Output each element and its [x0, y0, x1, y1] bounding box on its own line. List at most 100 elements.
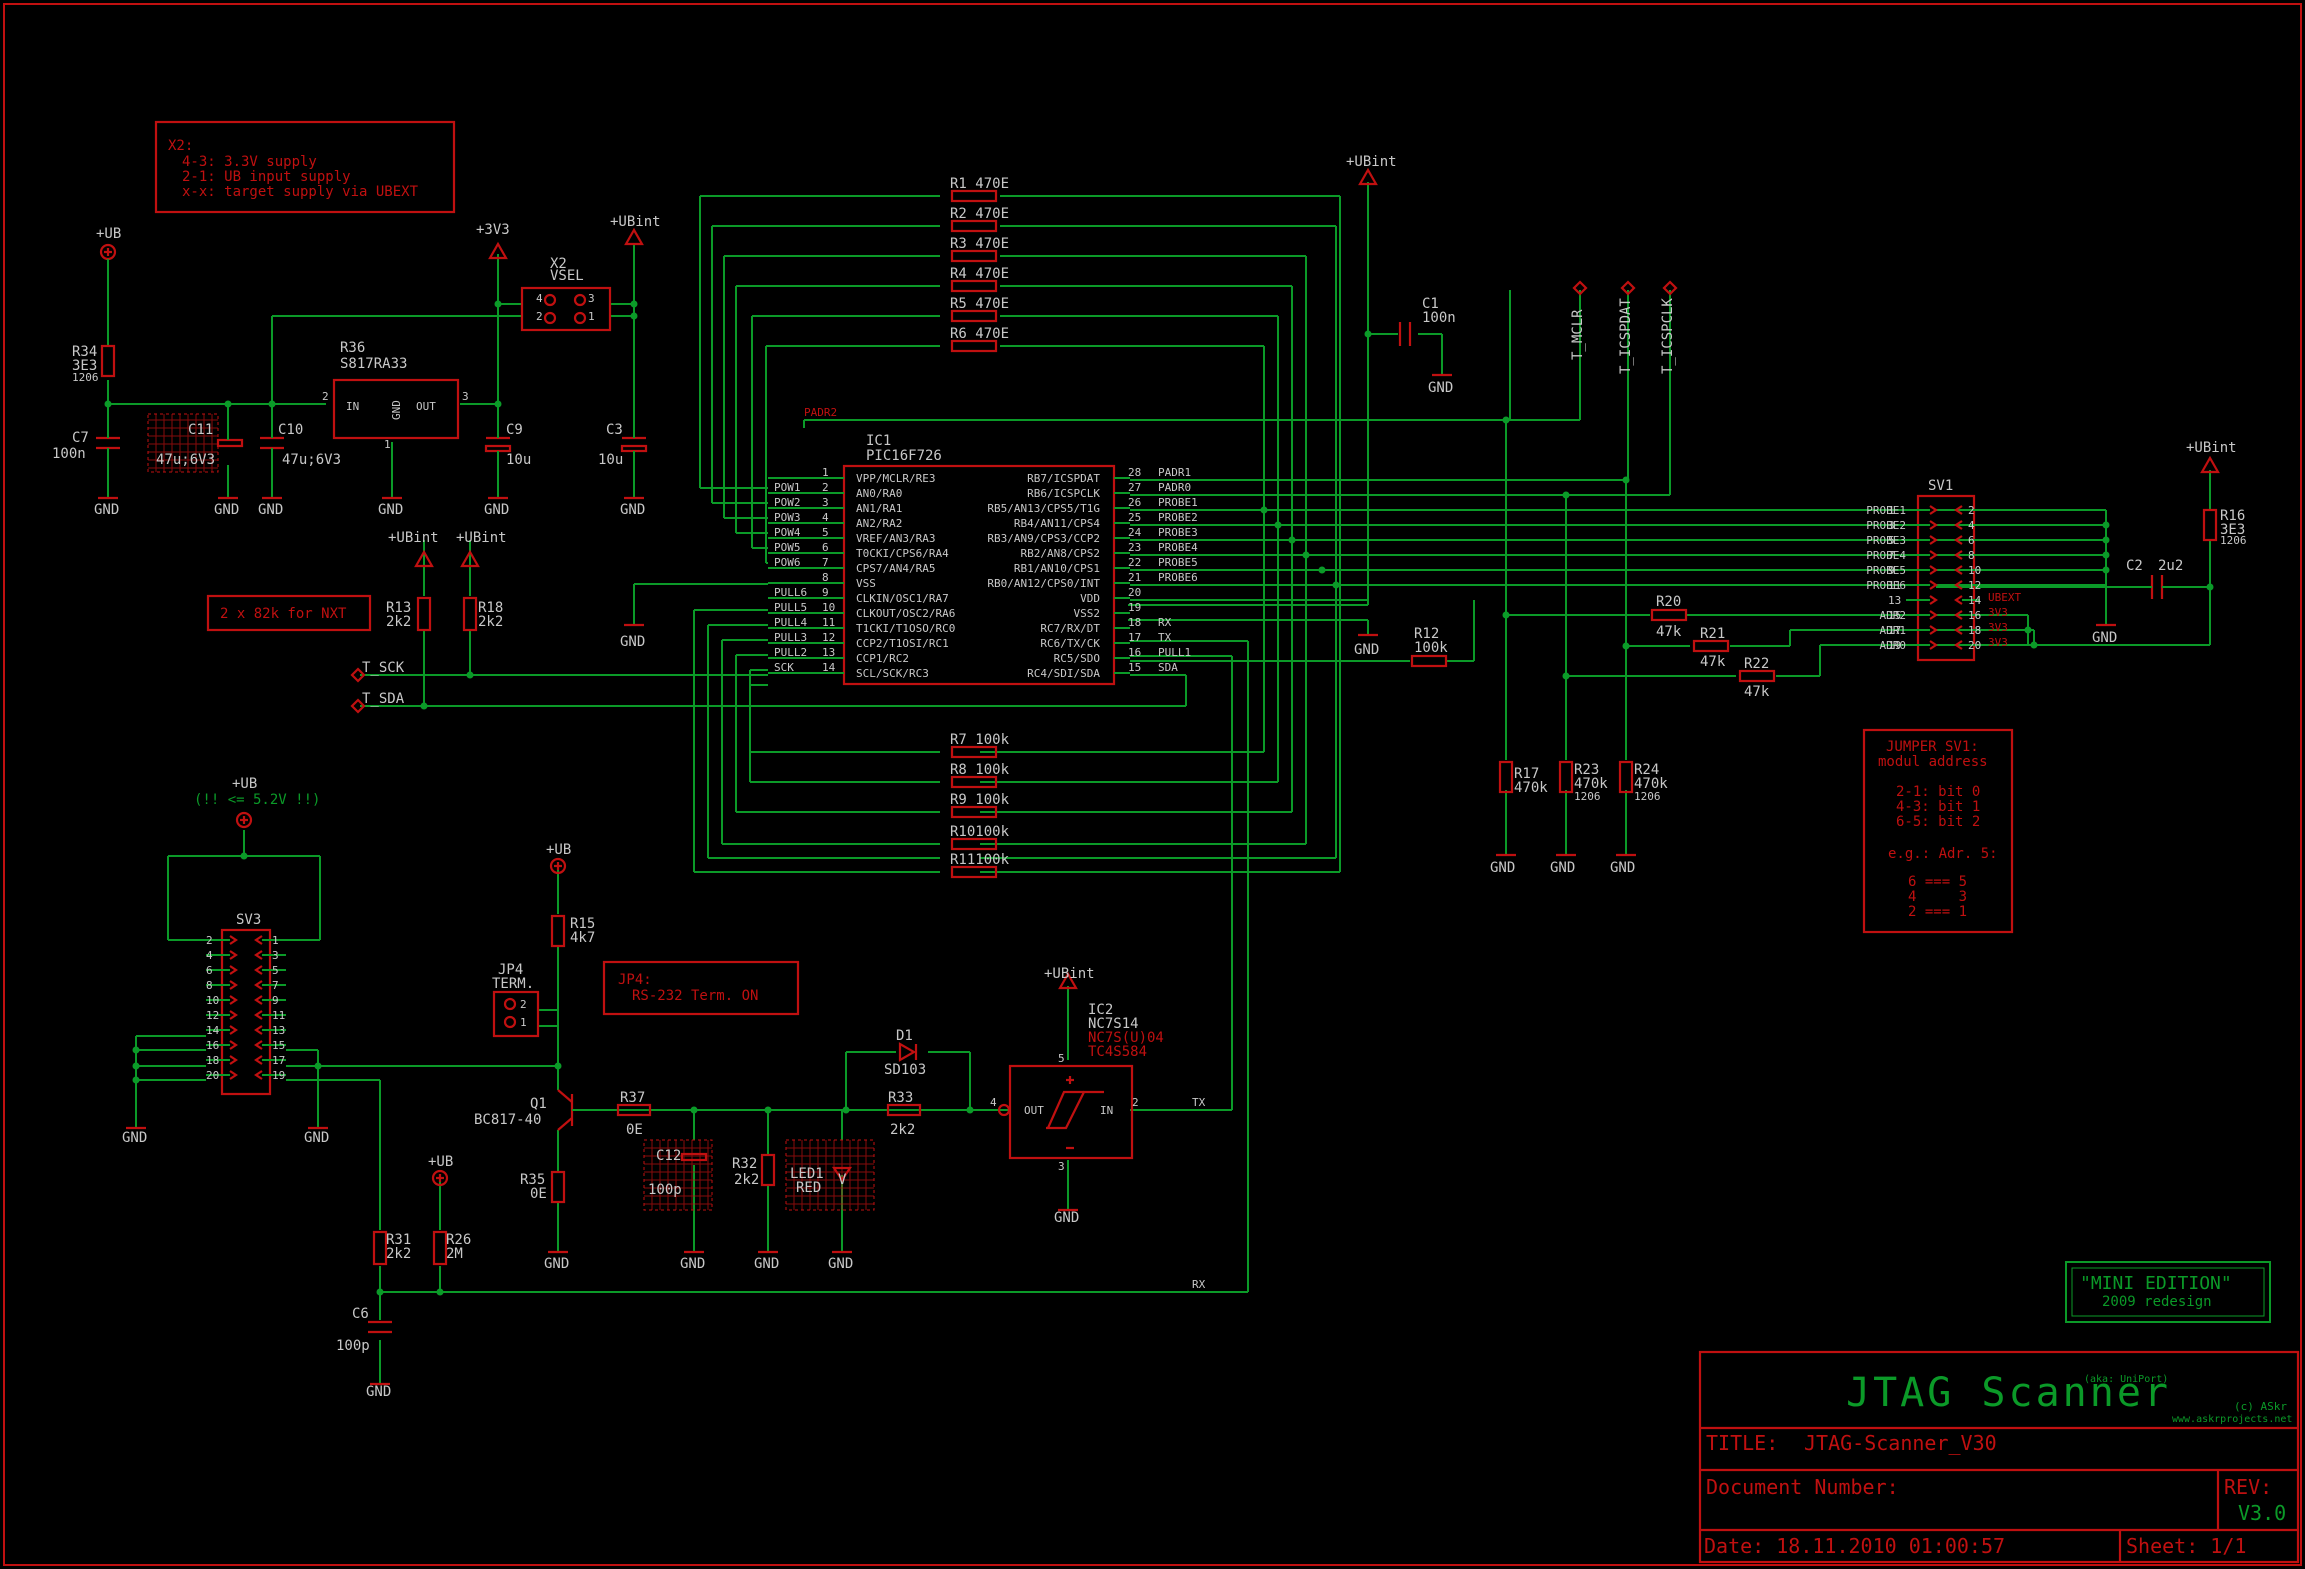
ic2-ref: IC2: [1088, 1002, 1113, 1018]
sv1-net-left: PROBE3: [1866, 534, 1906, 547]
title-block: JTAG Scanner (aka: UniPort) (c) ASkr www…: [1698, 1350, 2300, 1564]
supply-ubint-r13: +UBint: [388, 530, 439, 568]
x2-note-line: 2-1: UB input supply: [182, 169, 351, 185]
ic1-net-label: SDA: [1158, 661, 1178, 674]
ic1-net-label: POW6: [774, 556, 801, 569]
c10-value: 47u;6V3: [282, 452, 341, 468]
sv1-pin-right: 20: [1968, 639, 1981, 652]
supply-ubint-ic2: +UBint: [1044, 966, 1095, 990]
gnd-label: GND: [94, 502, 119, 518]
ic1-pin-number: 22: [1128, 556, 1141, 569]
ic1-pin-number: 27: [1128, 481, 1141, 494]
sv1-net-right: 3V3: [1988, 621, 2008, 634]
capacitor-c3: C3 10u: [598, 422, 648, 468]
jumper-line: 6-5: bit 2: [1896, 814, 1980, 830]
resistor-r18: R18 2k2: [462, 596, 503, 632]
jumper-x2[interactable]: X2 VSEL 4 3 2 1: [520, 256, 612, 332]
ic1-pin-name: AN1/RA1: [856, 502, 902, 515]
gnd-label: GND: [304, 1130, 329, 1146]
ic1-net-label: POW2: [774, 496, 801, 509]
ic1-pin-name: VDD: [1080, 592, 1100, 605]
x2-value: VSEL: [550, 268, 584, 284]
resistor-r34: R34 3E3 1206: [72, 344, 116, 384]
i2c-terminals: T_SCK T_SDA: [350, 660, 405, 714]
ic1-net-label: POW3: [774, 511, 801, 524]
gnd-label: GND: [484, 502, 509, 518]
jumper-note: JUMPER SV1: modul address 2-1: bit 0 4-3…: [1862, 728, 2014, 934]
ic1-pin-name: CPS7/AN4/RA5: [856, 562, 935, 575]
c7-value: 100n: [52, 446, 86, 462]
x2-pin: 2: [536, 310, 543, 323]
ub-label: +UB: [96, 226, 121, 242]
jumper-jp4[interactable]: JP4 TERM. 2 1: [492, 962, 540, 1038]
transistor-q1: Q1 BC817-40: [474, 1089, 618, 1131]
r17-value: 470k: [1514, 780, 1548, 796]
ic1-ref: IC1: [866, 433, 891, 449]
led1-value: RED: [796, 1180, 821, 1196]
title-copyright: (c) ASkr: [2234, 1400, 2287, 1413]
r24-ref: R24: [1634, 762, 1659, 778]
sv1-pin-right: 2: [1968, 504, 1975, 517]
ubint-label: +UBint: [456, 530, 507, 546]
resistors-bottom: R7 100k R8 100k R9 100k R10100k R11100k: [950, 732, 1010, 879]
resistor-r31: R31 2k2: [372, 1230, 411, 1266]
gnd-label: GND: [828, 1256, 853, 1272]
ic1-pin-number: 25: [1128, 511, 1141, 524]
probe-terminals: T_MCLR T_ICSPDAT T_ICSPCLK: [1570, 280, 1678, 374]
ic1-pin-number: 21: [1128, 571, 1141, 584]
ic1-pin-number: 6: [822, 541, 829, 554]
gnd-label: GND: [378, 502, 403, 518]
jumper-ex: 4 3: [1908, 889, 1967, 905]
sv3-ref: SV3: [236, 912, 261, 928]
ic1-pin-number: 2: [822, 481, 829, 494]
r26-value: 2M: [446, 1246, 463, 1262]
sv1-net-left: PROBE4: [1866, 549, 1906, 562]
r36-pin-gnd: 1: [384, 438, 391, 451]
sv3-pin-left: 4: [206, 949, 213, 962]
ic1-pin-name: RB3/AN9/CPS3/CCP2: [987, 532, 1100, 545]
gnd-label: GND: [1354, 642, 1379, 658]
ic1-pin-name: RB0/AN12/CPS0/INT: [987, 577, 1100, 590]
resistor-r24: R24 470k 1206: [1618, 760, 1668, 803]
c10-ref: C10: [278, 422, 303, 438]
gnd-label: GND: [1428, 380, 1453, 396]
jp4-note-text: RS-232 Term. ON: [632, 988, 758, 1004]
connector-sv3: SV3: [220, 912, 272, 1096]
gnd-label: GND: [680, 1256, 705, 1272]
ic1-net-label: TX: [1158, 631, 1172, 644]
c2-value: 2u2: [2158, 558, 2183, 574]
c11-value: 47u;6V3: [156, 452, 215, 468]
capacitor-c9: C9 10u: [484, 422, 531, 468]
ic1-pin-number: 5: [822, 526, 829, 539]
jp4-pin: 2: [520, 998, 527, 1011]
ic1-pin-number: 20: [1128, 586, 1141, 599]
r16-value: 3E3: [2220, 522, 2245, 538]
r4-label: R4 470E: [950, 266, 1009, 282]
r5-label: R5 470E: [950, 296, 1009, 312]
net-t-mclr: T_MCLR: [1570, 309, 1586, 360]
sv1-pins: PROBE11PROBE23PROBE35PROBE47PROBE59PROBE…: [1866, 504, 2021, 652]
ic1-pin-number: 12: [822, 631, 835, 644]
sv1-pin-left: 1: [1888, 504, 1895, 517]
net-t-icspclk: T_ICSPCLK: [1660, 298, 1676, 374]
capacitor-c10: C10 47u;6V3: [260, 420, 341, 468]
gnd-label: GND: [1490, 860, 1515, 876]
sv1-net-left: ADR1: [1880, 624, 1907, 637]
sv1-pin-right: 4: [1968, 519, 1975, 532]
r33-ref: R33: [888, 1090, 913, 1106]
c6-value: 100p: [336, 1338, 370, 1354]
net-padr2: PADR2: [804, 406, 837, 419]
r18-ref: R18: [478, 600, 503, 616]
r9-label: R9 100k: [950, 792, 1010, 808]
sv1-pin-left: 11: [1888, 579, 1901, 592]
sv1-pin-left: 3: [1888, 519, 1895, 532]
ic1-pin-name: RC6/TX/CK: [1040, 637, 1100, 650]
r36-out: OUT: [416, 400, 436, 413]
r1-label: R1 470E: [950, 176, 1009, 192]
wires: [107, 182, 2211, 1384]
r36-in: IN: [346, 400, 359, 413]
r12-value: 100k: [1414, 640, 1448, 656]
x2-pin: 3: [588, 292, 595, 305]
r23-value: 470k: [1574, 776, 1608, 792]
